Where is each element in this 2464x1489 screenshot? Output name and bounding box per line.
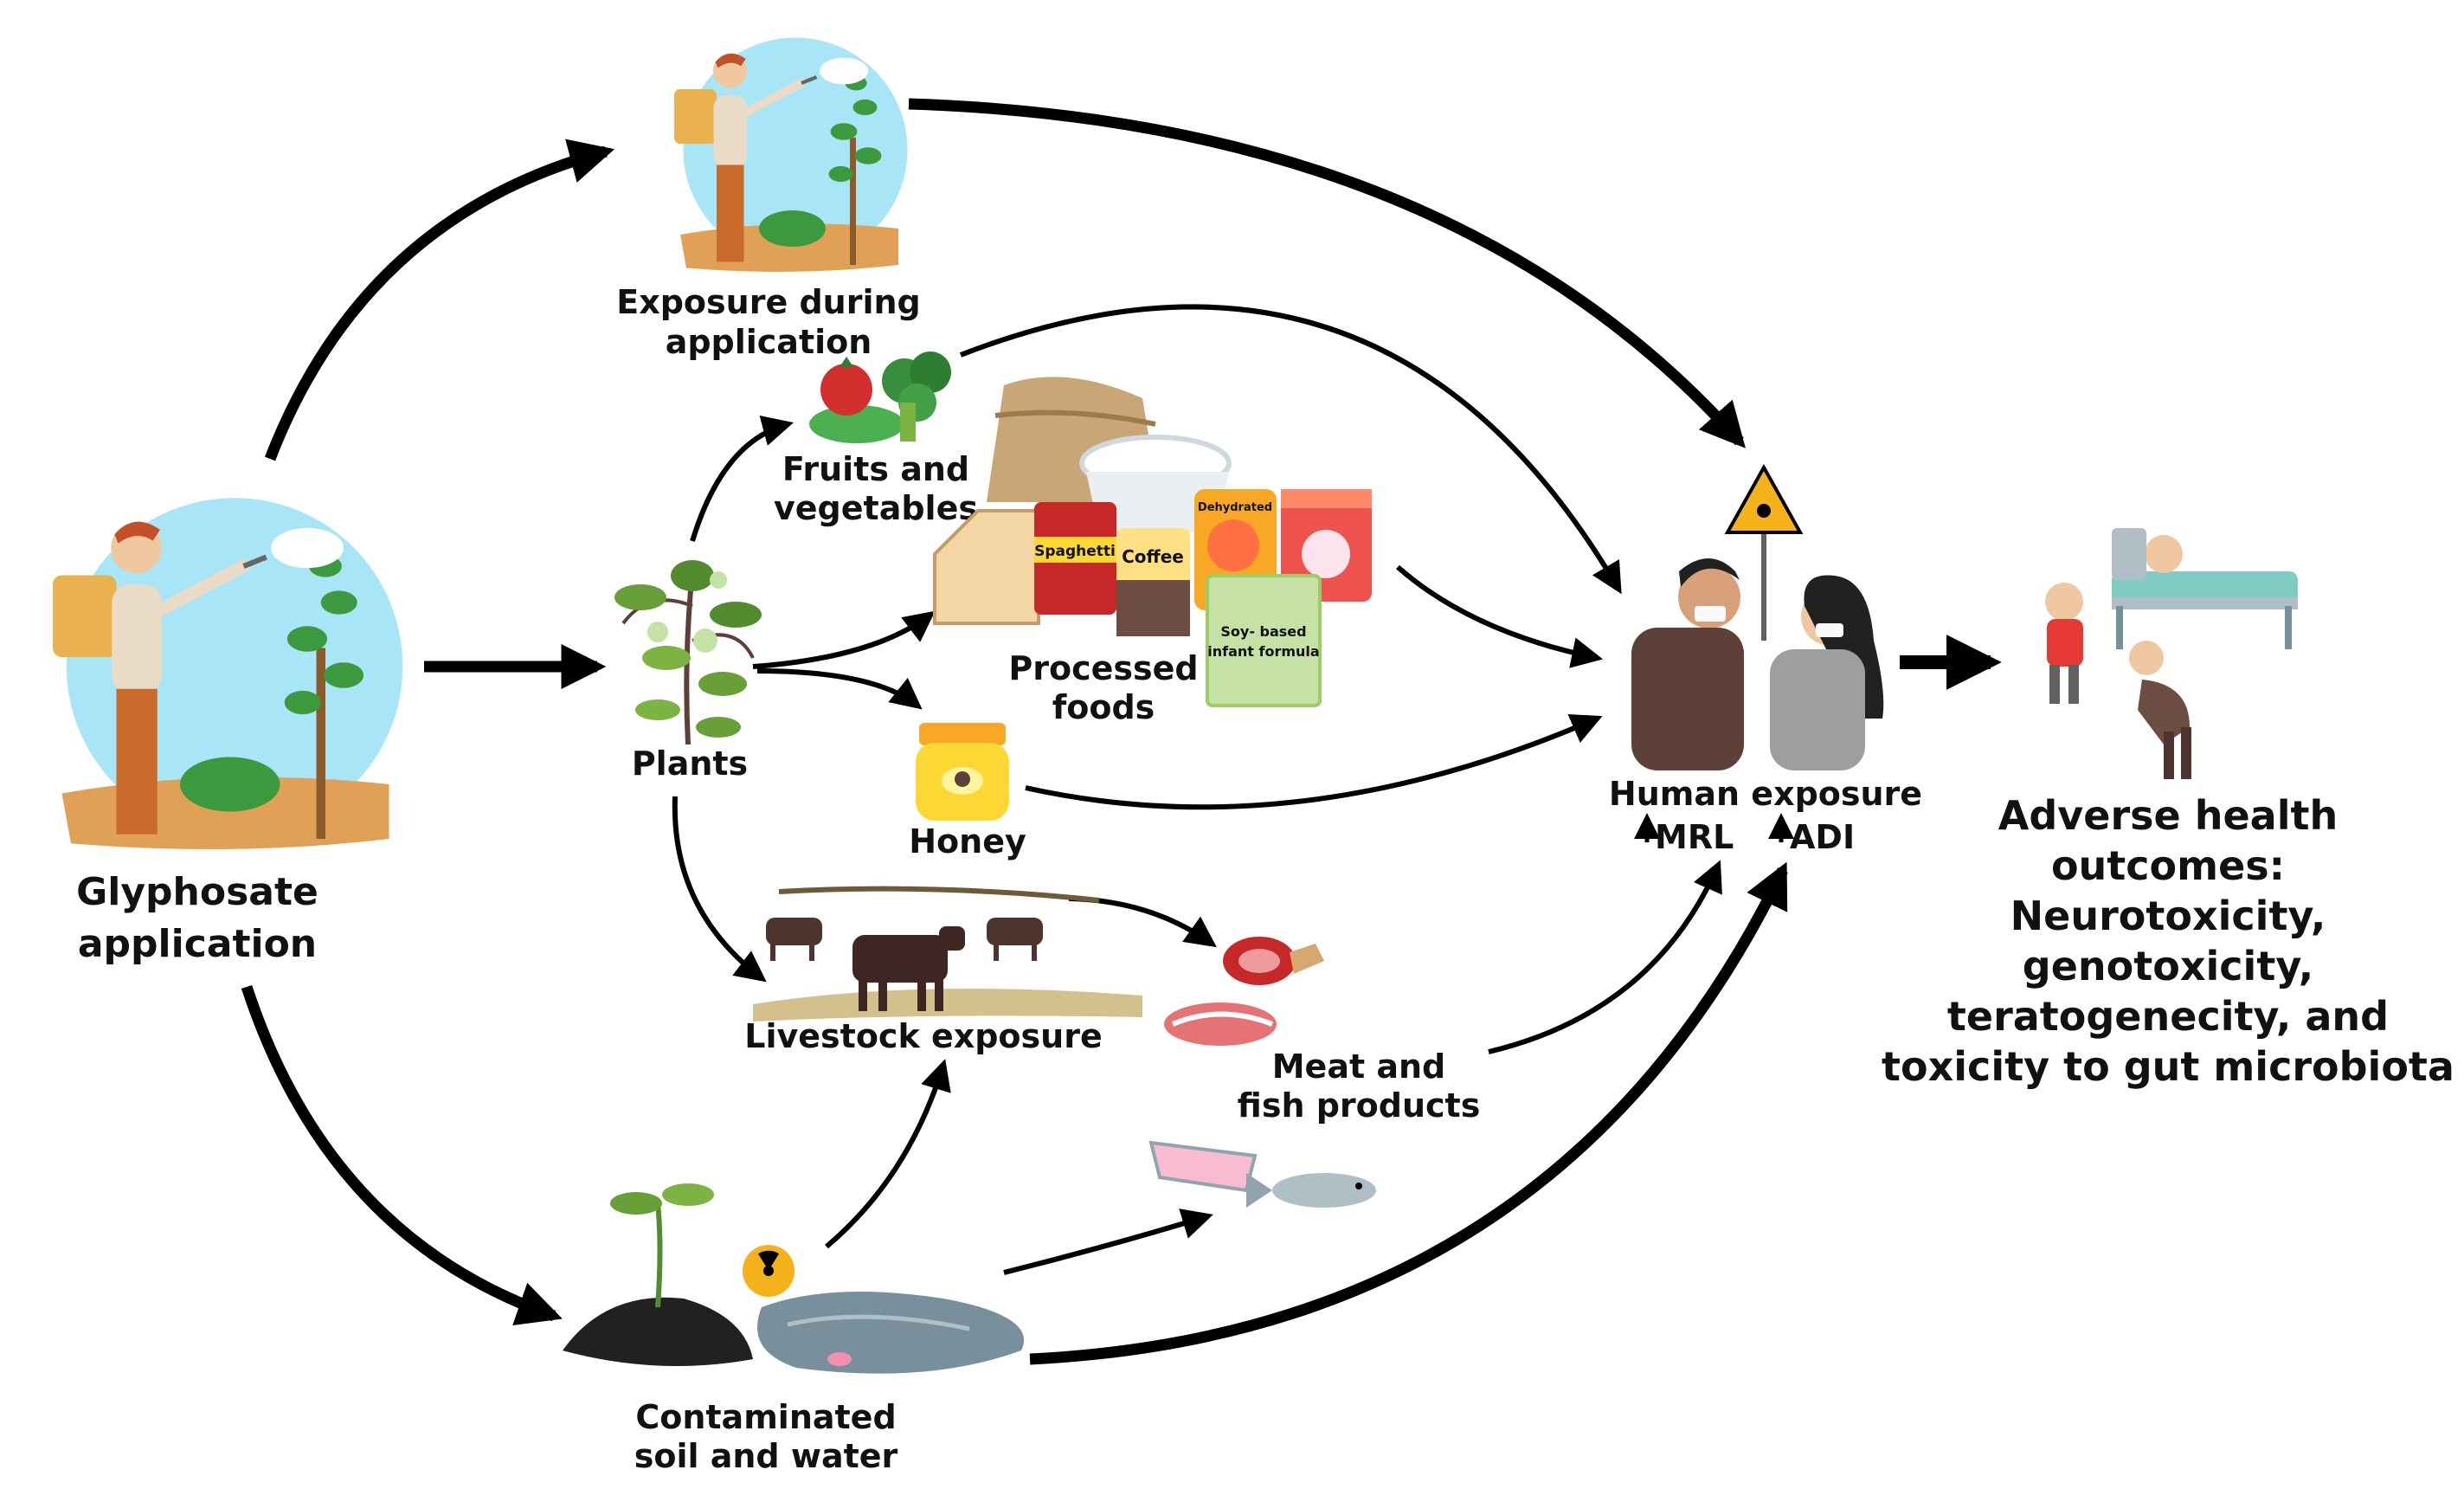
adverse-line5: teratogenecity, and: [1947, 993, 2389, 1040]
arrow-processed-to-human: [1396, 564, 1604, 668]
adverse-line4: genotoxicity,: [2023, 943, 2313, 989]
adverse-line1: Adverse health: [1998, 792, 2338, 839]
people-masks-icon: [1631, 558, 1884, 770]
plants-label: Plants: [632, 744, 748, 783]
contaminated-label-line2: soil and water: [634, 1437, 898, 1475]
glyphosate-label-line2: application: [78, 922, 317, 966]
infant-formula-line2: infant formula: [1207, 643, 1319, 660]
mrl-label: MRL: [1655, 818, 1734, 856]
sick-people-icon: [2045, 528, 2298, 779]
node-honey: Honey: [909, 723, 1026, 861]
node-processed-foods: Spaghetti Coffee Dehydrated Soy- based i…: [933, 377, 1372, 726]
node-fruits-vegetables: Fruits and vegetables: [774, 351, 978, 527]
soil-water-icon: [563, 1183, 1025, 1374]
adverse-line3: Neurotoxicity,: [2010, 893, 2326, 939]
dehydrated-label: Dehydrated: [1198, 501, 1272, 514]
node-exposure-application: Exposure during application: [616, 38, 921, 361]
packaged-food-icon: Spaghetti Coffee Dehydrated Soy- based i…: [933, 377, 1372, 707]
hazard-sign-icon: [1724, 463, 1804, 641]
farmer-spraying-icon: [53, 498, 402, 849]
livestock-label: Livestock exposure: [744, 1017, 1102, 1055]
arrow-exposure-label-to-human: [959, 304, 1622, 595]
adi-label: ADI: [1790, 818, 1855, 856]
spaghetti-label: Spaghetti: [1034, 543, 1116, 560]
arrow-glyphosate-to-contaminated: [241, 984, 563, 1325]
fruits-label-line2: vegetables: [774, 489, 978, 527]
honey-label: Honey: [909, 822, 1026, 861]
arrow-livestock-to-meat: [1068, 896, 1217, 948]
meat-icon: [1164, 937, 1324, 1046]
farmer-spraying-icon: [674, 38, 908, 273]
adi-indicator: ADI: [1768, 813, 1855, 856]
node-plants: Plants: [614, 560, 762, 783]
vegetables-icon: [809, 351, 951, 443]
coffee-label: Coffee: [1122, 546, 1184, 567]
meat-label-line2: fish products: [1238, 1086, 1481, 1125]
contaminated-label-line1: Contaminated: [635, 1398, 896, 1436]
arrow-meat-to-human: [1488, 860, 1722, 1054]
glyphosate-label-line1: Glyphosate: [76, 870, 318, 914]
infant-formula-line1: Soy- based: [1220, 623, 1306, 640]
mrl-indicator: MRL: [1634, 813, 1734, 856]
arrow-honey-to-human: [1025, 713, 1603, 810]
plant-icon: [614, 560, 762, 745]
meat-label-line1: Meat and: [1272, 1047, 1446, 1086]
arrow-plants-to-fruits: [690, 416, 794, 542]
fish-icon: [1148, 1140, 1376, 1208]
arrow-glyphosate-to-exposure: [264, 139, 615, 461]
exposure-label-line2: application: [666, 323, 872, 361]
exposure-label-line1: Exposure during: [616, 283, 920, 321]
cattle-icon: [753, 886, 1142, 1022]
node-human-exposure: Human exposure MRL ADI: [1609, 463, 1922, 856]
node-livestock: Livestock exposure: [744, 886, 1142, 1055]
arrow-plants-to-processed: [752, 610, 936, 669]
radiation-hazard-icon: [743, 1245, 795, 1297]
arrow-contaminated-to-fish: [1003, 1209, 1213, 1275]
node-adverse-outcomes: Adverse health outcomes: Neurotoxicity, …: [1882, 528, 2454, 1090]
adverse-line6: toxicity to gut microbiota: [1882, 1043, 2454, 1090]
processed-label-line2: foods: [1052, 688, 1155, 726]
arrow-contaminated-to-livestock: [825, 1059, 951, 1249]
adverse-line2: outcomes:: [2051, 842, 2285, 889]
arrow-contaminated-to-human: [1029, 861, 1788, 1365]
arrow-plants-to-livestock: [672, 796, 767, 983]
node-contaminated: Contaminated soil and water: [563, 1183, 1025, 1475]
node-glyphosate-application: Glyphosate application: [53, 498, 402, 966]
arrow-exposure-to-human: [908, 98, 1746, 448]
human-exposure-label: Human exposure: [1609, 775, 1922, 813]
honey-jar-icon: [916, 723, 1009, 821]
fruits-label-line1: Fruits and: [782, 450, 969, 488]
node-meat-fish: Meat and fish products: [1148, 937, 1481, 1208]
processed-label-line1: Processed: [1008, 649, 1198, 687]
arrow-plants-to-honey: [756, 668, 923, 710]
